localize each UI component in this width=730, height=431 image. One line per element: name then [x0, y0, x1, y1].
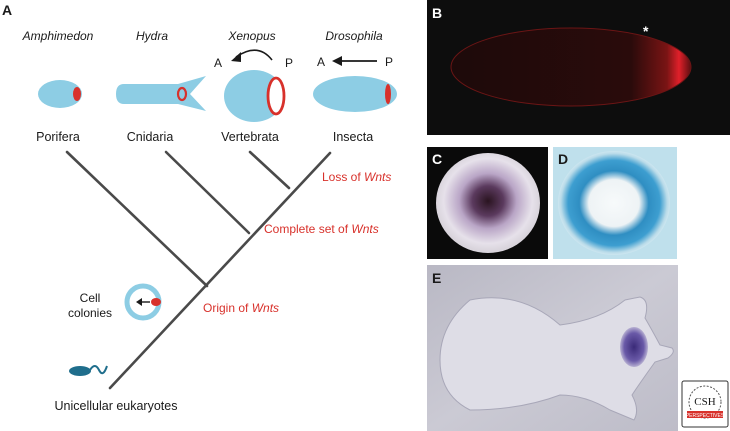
- panel-d-xenopus-embryo-photo: [553, 147, 677, 259]
- xenopus-axis-arrow: [231, 49, 273, 62]
- cell-colonies-label-line2: colonies: [68, 306, 112, 320]
- species-hydra: Hydra: [136, 29, 168, 43]
- drosophila-axis-p: P: [385, 55, 393, 69]
- phylogenetic-tree: [65, 150, 332, 390]
- panel-e-letter: E: [432, 270, 441, 286]
- taxon-cnidaria: Cnidaria: [127, 130, 174, 144]
- logo-subtext: PERSPECTIVES: [686, 413, 725, 419]
- taxon-porifera: Porifera: [36, 130, 80, 144]
- panel-e-hydra-photo: [427, 265, 678, 431]
- event-loss-of-wnts: Loss of Wnts: [322, 170, 391, 184]
- csh-perspectives-logo: CSH PERSPECTIVES: [681, 380, 729, 428]
- taxon-insecta: Insecta: [333, 130, 373, 144]
- event-complete-set-of-wnts: Complete set of Wnts: [264, 222, 379, 236]
- drosophila-embryo-illustration: [313, 76, 397, 112]
- cell-colony-illustration: [124, 283, 162, 321]
- species-drosophila: Drosophila: [325, 29, 383, 43]
- taxon-vertebrata: Vertebrata: [221, 130, 279, 144]
- panel-b-drosophila-embryo-photo: [427, 0, 730, 135]
- event-origin-of-wnts: Origin of Wnts: [203, 301, 279, 315]
- amphimedon-larva-illustration: [38, 80, 82, 108]
- hydra-illustration: [116, 76, 206, 111]
- unicellular-eukaryotes-label: Unicellular eukaryotes: [55, 399, 178, 413]
- panel-b-asterisk: *: [643, 23, 649, 39]
- species-amphimedon: Amphimedon: [22, 29, 94, 43]
- panel-b-letter: B: [432, 5, 442, 21]
- panel-c-amphimedon-larva-photo: [427, 147, 548, 259]
- logo-text: CSH: [694, 396, 715, 408]
- panel-d-letter: D: [558, 151, 568, 167]
- species-xenopus: Xenopus: [227, 29, 275, 43]
- unicellular-flagellate-illustration: [69, 365, 108, 376]
- panel-a-letter: A: [2, 2, 12, 18]
- xenopus-embryo-illustration: [224, 70, 286, 122]
- drosophila-axis-arrow: [332, 56, 377, 66]
- xenopus-axis-p: P: [285, 56, 293, 70]
- panel-c-letter: C: [432, 151, 442, 167]
- xenopus-axis-a: A: [214, 56, 222, 70]
- cell-colonies-label-line1: Cell: [80, 291, 101, 305]
- drosophila-axis-a: A: [317, 55, 325, 69]
